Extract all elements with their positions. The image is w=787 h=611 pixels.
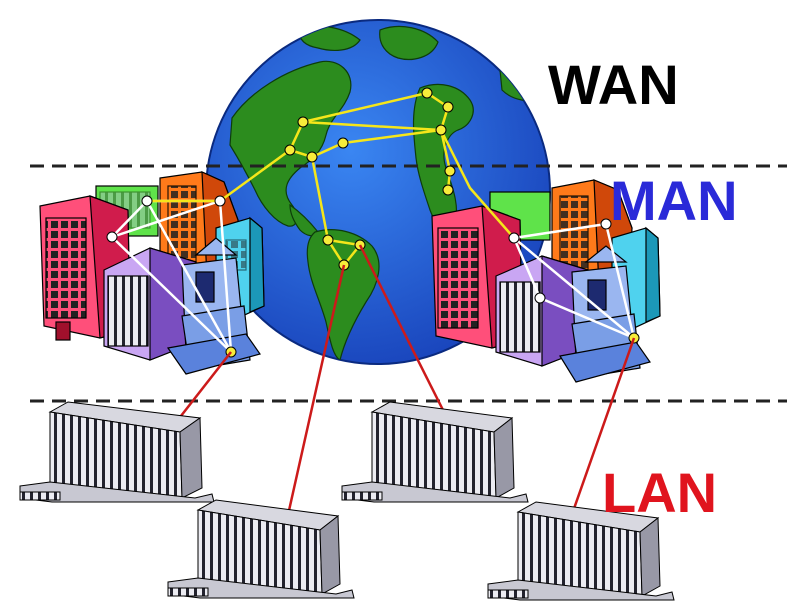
man-label: MAN [610, 169, 738, 232]
lan-links [169, 244, 636, 521]
man-nodes [106, 195, 640, 358]
office-building-icon-4 [487, 501, 675, 601]
wan-label: WAN [548, 53, 679, 116]
office-building-icon-1 [19, 401, 215, 503]
scope-dividers [30, 164, 787, 403]
lan-label: LAN [602, 461, 717, 524]
office-building-icon-2 [341, 401, 529, 503]
office-building-icon-3 [167, 499, 355, 599]
